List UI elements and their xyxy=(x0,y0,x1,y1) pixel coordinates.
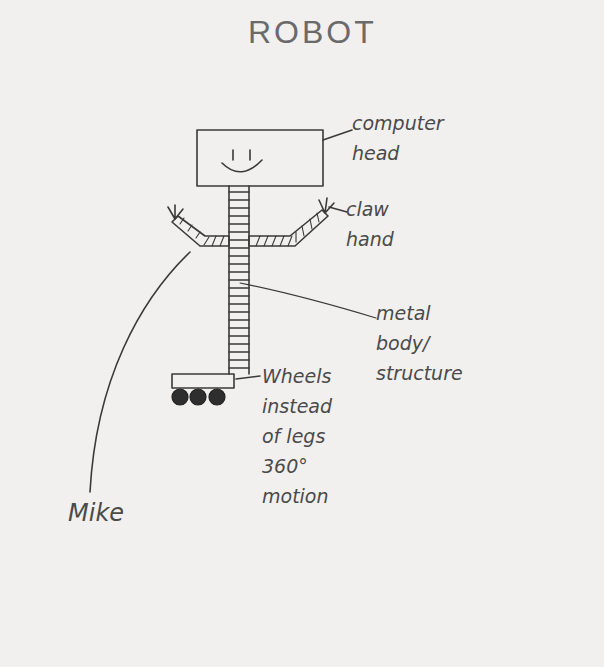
part-label: claw hand xyxy=(346,194,406,254)
ladder-body xyxy=(229,186,249,374)
wheel xyxy=(172,389,188,405)
leader-line xyxy=(329,207,347,212)
arm-hatching xyxy=(180,213,319,246)
part-label: Wheels instead of legs 360° motion xyxy=(262,361,352,511)
right-claw xyxy=(319,198,334,213)
left-claw xyxy=(168,205,183,219)
left-arm xyxy=(172,216,229,246)
right-arm xyxy=(249,210,328,246)
computer-head xyxy=(197,130,323,186)
wheel xyxy=(190,389,206,405)
leader-line xyxy=(240,283,376,318)
wheel xyxy=(209,389,225,405)
part-label: computer head xyxy=(352,108,452,168)
robot-name: Mike xyxy=(68,498,158,528)
page-title: ROBOT xyxy=(248,14,377,51)
leader-line xyxy=(236,376,260,379)
part-label: metal body/ structure xyxy=(376,298,471,388)
body-rungs xyxy=(229,192,249,368)
wheel-base xyxy=(172,374,234,388)
robot-eyes xyxy=(233,150,250,160)
leader-line xyxy=(90,252,190,492)
robot-smile xyxy=(222,160,262,172)
leader-line xyxy=(323,130,352,140)
